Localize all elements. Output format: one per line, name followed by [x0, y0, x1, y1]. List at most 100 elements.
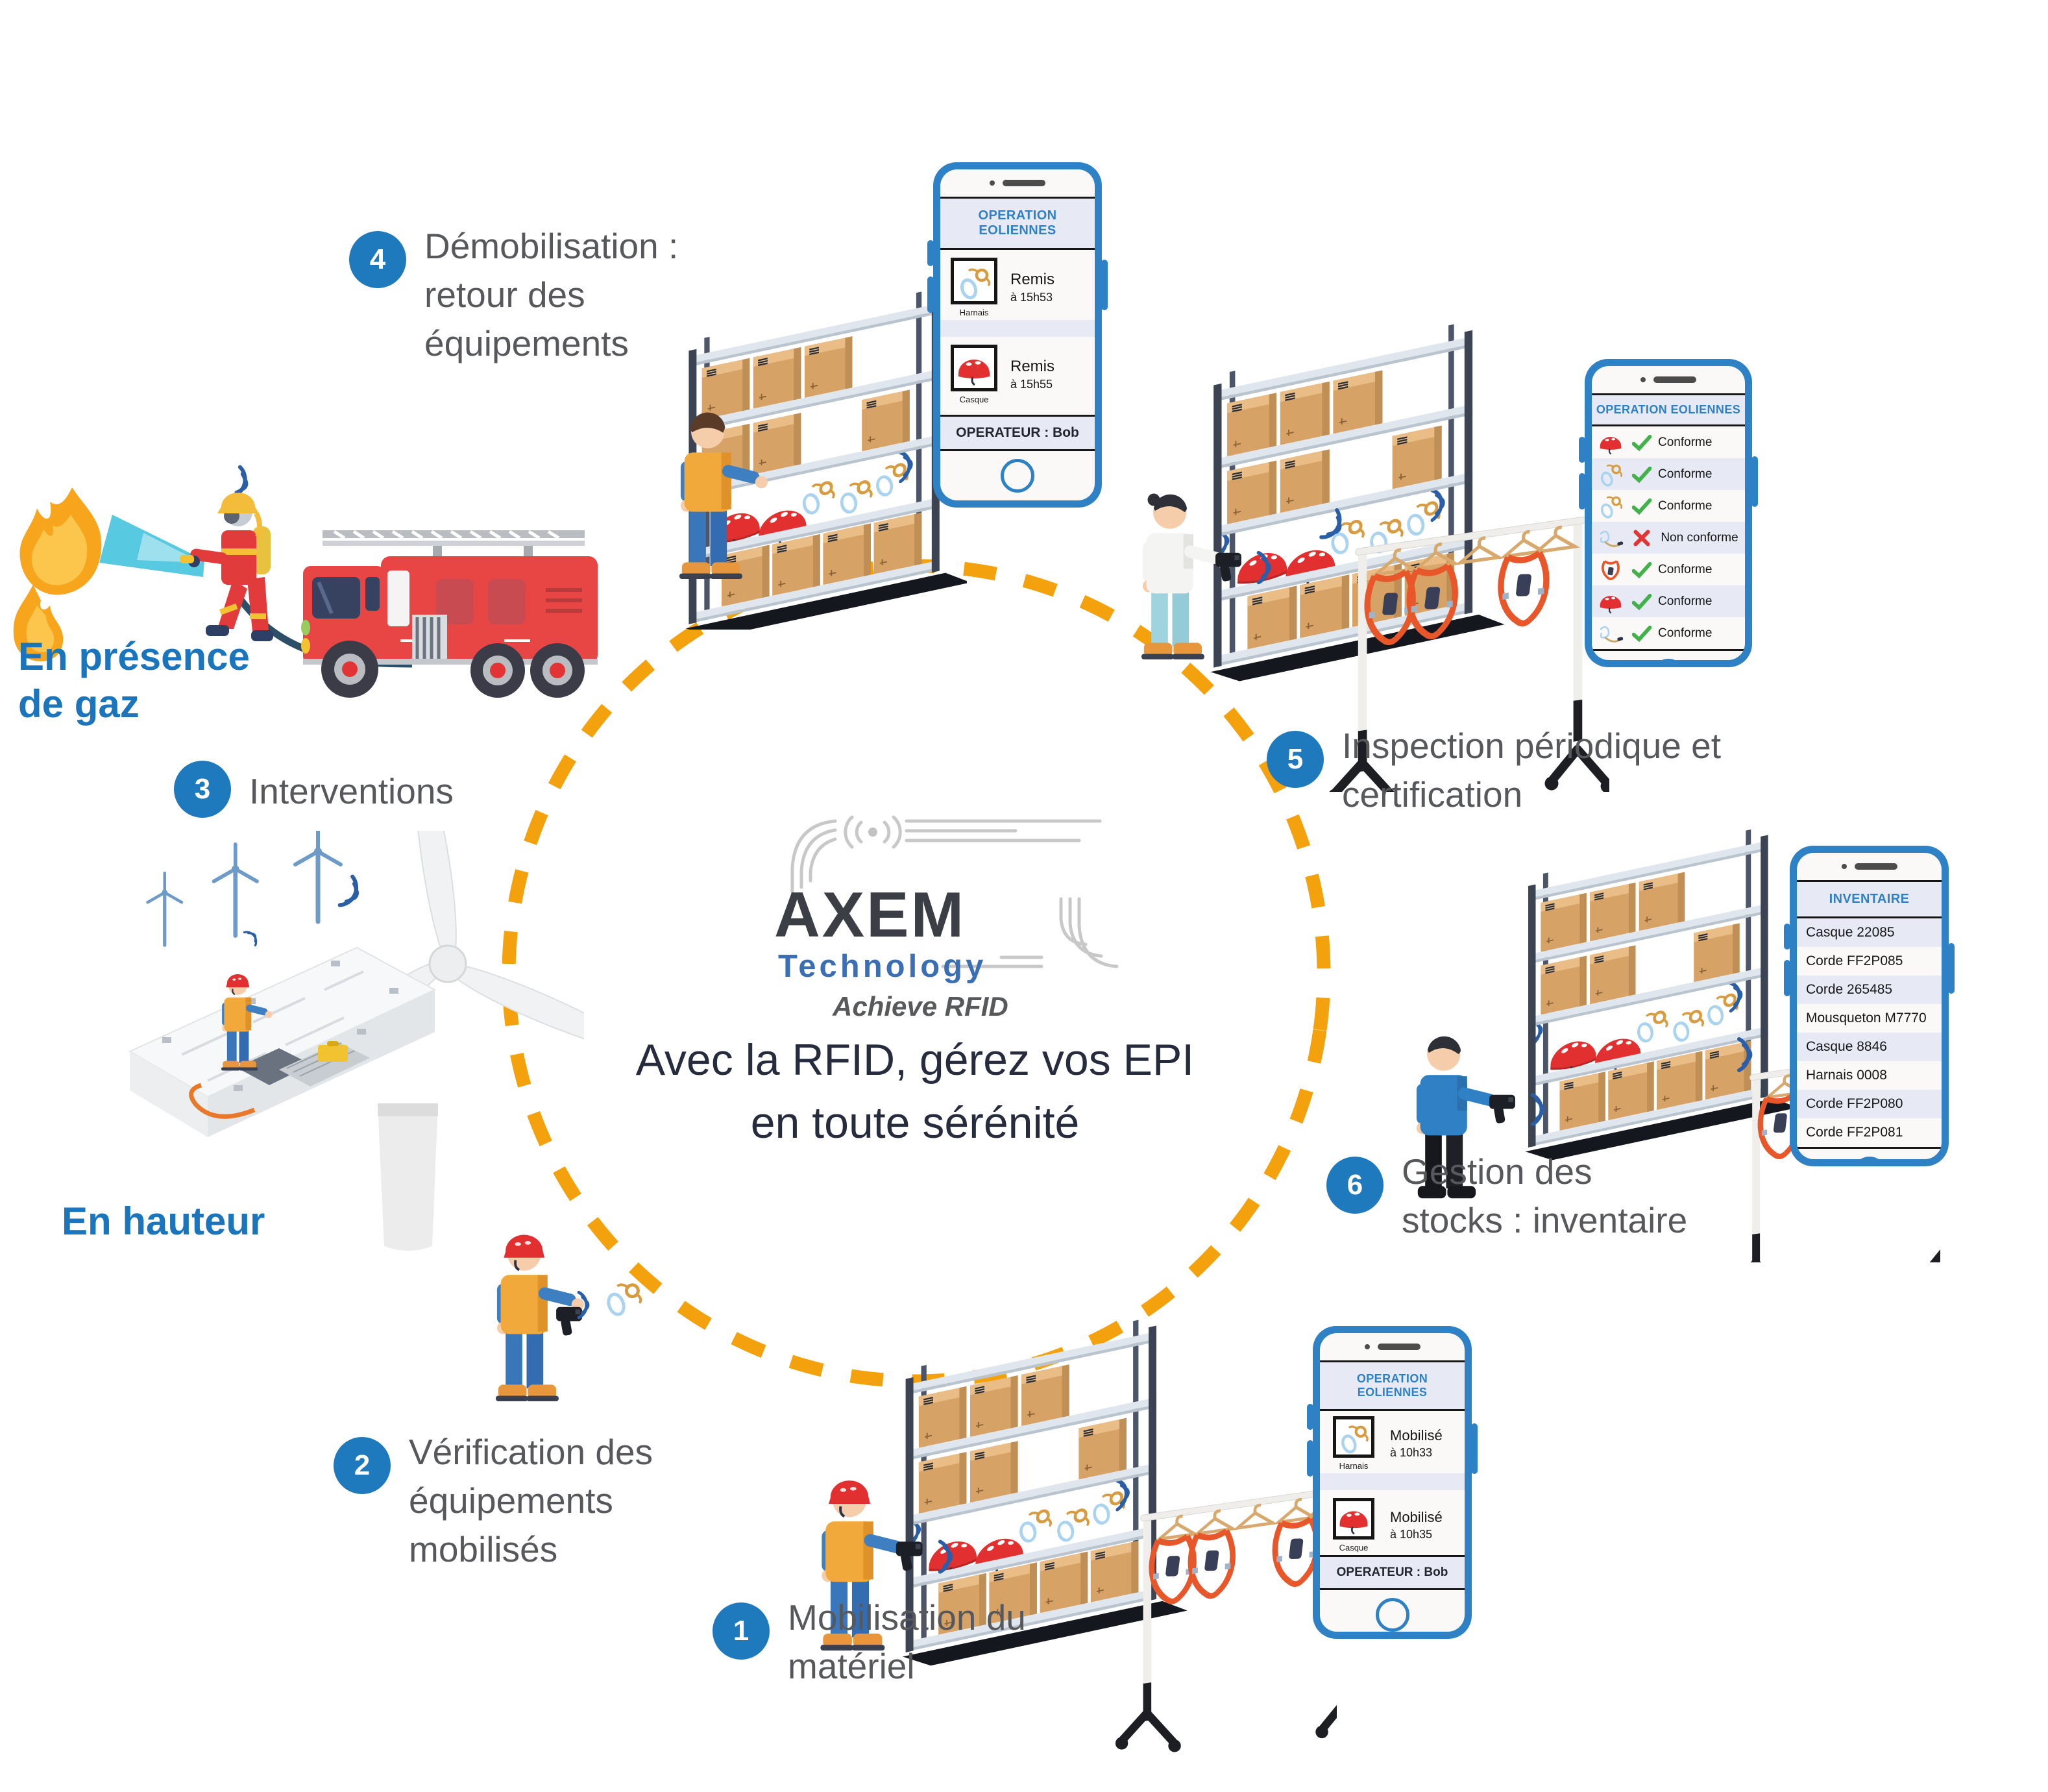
- step-5-line2: certification: [1342, 774, 1523, 815]
- app-title: OPERATION EOLIENNES: [1592, 393, 1745, 426]
- step-6-badge: 6: [1326, 1157, 1384, 1214]
- phone-screen: OPERATION EOLIENNES Harnais Mobilisé à 1…: [1320, 1333, 1465, 1632]
- label-height: En hauteur: [62, 1199, 265, 1243]
- step-5-badge: 5: [1267, 731, 1324, 788]
- headline-line2: en toute sérénité: [750, 1098, 1080, 1148]
- step-2-line1: Vérification des: [409, 1432, 653, 1472]
- equipment-name: Harnais: [959, 308, 989, 317]
- home-button[interactable]: [1852, 1157, 1886, 1159]
- phone-screen: OPERATION EOLIENNES Conforme Conforme Co…: [1592, 366, 1745, 660]
- step-6-label: Gestion des stocks : inventaire: [1402, 1148, 1687, 1245]
- conformity-row: Conforme: [1592, 490, 1745, 522]
- fire-truck: [301, 530, 598, 698]
- step-4-line2: retour des: [424, 274, 585, 315]
- phone-demobilisation: OPERATION EOLIENNES Harnais Remis à 15h5…: [927, 162, 1108, 508]
- step-5-label: Inspection périodique et certification: [1342, 722, 1721, 819]
- conformity-result: Conforme: [1658, 626, 1713, 640]
- power-button: [1101, 260, 1108, 310]
- volume-button: [927, 240, 934, 266]
- step-4-line3: équipements: [424, 323, 629, 363]
- step-1: 1 Mobilisation du matériel: [713, 1593, 1026, 1691]
- label-gas-line1: En présence: [18, 635, 250, 678]
- firefighter-intervention-illustration: [13, 458, 598, 698]
- inventory-item: Mousqueton M7770: [1806, 1011, 1927, 1025]
- inventory-item: Corde FF2P081: [1806, 1125, 1903, 1140]
- inventory-item: Corde FF2P085: [1806, 953, 1903, 968]
- power-button: [1948, 943, 1955, 994]
- home-button[interactable]: [1652, 659, 1685, 660]
- casque-icon: [1596, 430, 1626, 456]
- step-4-badge: 4: [349, 231, 406, 288]
- volume-button: [927, 276, 934, 313]
- equipment-name: Casque: [1339, 1543, 1369, 1553]
- check-icon: [1631, 466, 1653, 483]
- step-4-line1: Démobilisation :: [424, 226, 679, 266]
- casque-icon: [1596, 589, 1626, 615]
- harnais-mousqueton-icon: [1333, 1416, 1374, 1458]
- step-6-line1: Gestion des: [1402, 1151, 1592, 1192]
- phone-notch: [1320, 1333, 1465, 1360]
- inventory-item: Corde 265485: [1797, 976, 1942, 1004]
- wheel: [530, 643, 585, 698]
- equipment-row: Harnais Mobilisé à 10h33: [1320, 1411, 1465, 1473]
- volume-button: [1579, 437, 1585, 463]
- conformity-row: Conforme: [1592, 426, 1745, 458]
- volume-button: [1784, 924, 1790, 950]
- volume-button: [1307, 1404, 1313, 1430]
- equipment-row: Harnais Remis à 15h53: [940, 250, 1095, 320]
- operator-bar: OPERATEUR : Bob: [940, 415, 1095, 451]
- wind-turbine-illustration: [128, 831, 584, 1251]
- check-icon: [1631, 498, 1653, 515]
- app-title: INVENTAIRE: [1797, 880, 1942, 918]
- phone-screen: INVENTAIRE Casque 22085 Corde FF2P085 Co…: [1797, 853, 1942, 1159]
- home-button[interactable]: [1375, 1598, 1409, 1632]
- mobilisation-scene: [798, 1301, 1337, 1782]
- conformity-result: Conforme: [1658, 498, 1713, 513]
- cross-icon: [1631, 529, 1653, 546]
- app-title: OPERATION EOLIENNES: [940, 197, 1095, 250]
- inventory-item: Corde FF2P080: [1797, 1090, 1942, 1118]
- inventory-item: Casque 8846: [1797, 1033, 1942, 1061]
- step-6-line2: stocks : inventaire: [1402, 1199, 1688, 1240]
- longe-icon: [1596, 525, 1626, 551]
- step-1-badge: 1: [713, 1602, 770, 1660]
- home-button[interactable]: [1001, 459, 1034, 493]
- power-button: [1471, 1423, 1478, 1474]
- step-2-line3: mobilisés: [409, 1528, 558, 1569]
- phone-mobilisation: OPERATION EOLIENNES Harnais Mobilisé à 1…: [1307, 1326, 1478, 1639]
- step-5-line1: Inspection périodique et: [1342, 726, 1722, 766]
- conformity-row: Conforme: [1592, 458, 1745, 490]
- step-3: 3 Interventions: [174, 752, 454, 818]
- equipment-name: Harnais: [1339, 1461, 1369, 1471]
- check-icon: [1631, 625, 1653, 642]
- firefighter: [180, 467, 273, 641]
- volume-button: [1579, 473, 1585, 509]
- conformity-result: Non conforme: [1661, 530, 1738, 545]
- step-1-line1: Mobilisation du: [788, 1597, 1026, 1638]
- inspection-scene: [1141, 305, 1609, 792]
- verification-scene: [483, 1217, 652, 1425]
- equipment-time: à 10h35: [1390, 1528, 1433, 1541]
- equipment-row: Casque Mobilisé à 10h35: [1320, 1490, 1465, 1555]
- equipment-status: Mobilisé: [1390, 1427, 1443, 1443]
- headline: Avec la RFID, gérez vos EPI en toute sér…: [571, 1029, 1259, 1154]
- casque-icon: [1333, 1498, 1374, 1540]
- step-3-badge: 3: [174, 761, 231, 818]
- mousqueton-icon: [1596, 461, 1626, 487]
- conformity-result: Conforme: [1658, 467, 1713, 481]
- row-divider: [940, 320, 1095, 337]
- phone-inspection: OPERATION EOLIENNES Conforme Conforme Co…: [1579, 359, 1758, 667]
- check-icon: [1631, 434, 1653, 451]
- step-2-line2: équipements: [409, 1480, 613, 1521]
- conformity-row: Conforme: [1592, 585, 1745, 617]
- mousqueton-icon: [1596, 493, 1626, 519]
- check-icon: [1631, 593, 1653, 610]
- row-divider: [1320, 1473, 1465, 1490]
- volume-button: [1784, 960, 1790, 996]
- logo-sub-text: Technology: [778, 949, 986, 984]
- wheel: [321, 641, 378, 698]
- label-gas-line2: de gaz: [18, 682, 140, 726]
- app-title: OPERATION EOLIENNES: [1320, 1360, 1465, 1411]
- axem-logo: AXEM Technology Achieve RFID: [774, 815, 1119, 1022]
